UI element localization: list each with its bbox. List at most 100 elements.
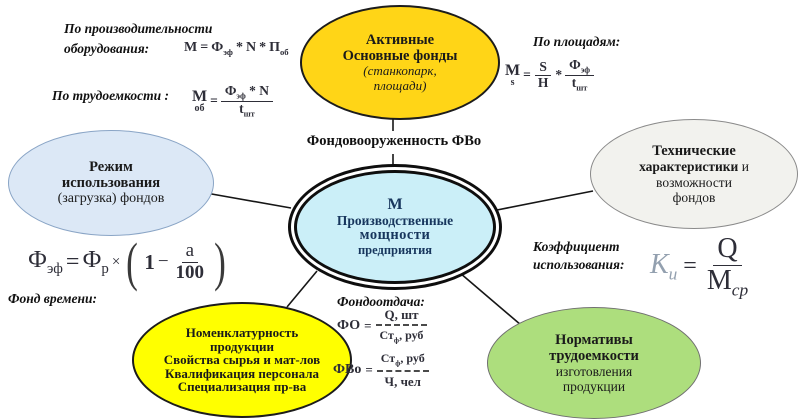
sym-st-sub: ф: [395, 358, 401, 368]
fraction-denominator: Мср: [703, 264, 752, 300]
fraction-bar: [376, 369, 429, 372]
sym-m-base: М: [706, 264, 732, 296]
formula-time-fund: Фэф = Фр × ( 1 − a 100 ): [28, 232, 229, 292]
node-line: возможности: [656, 174, 732, 190]
node-line: Производственные: [336, 212, 454, 228]
node-line-part: и: [738, 159, 749, 175]
sym-eq: =: [523, 67, 531, 83]
node-line: Квалификация персонала: [164, 365, 320, 381]
sym-st-base: Ст: [379, 328, 394, 343]
sym-phi-sub: р: [101, 260, 109, 277]
sym-phi-ef: Фэф: [28, 247, 63, 278]
sym-m-base: М: [505, 62, 521, 80]
sym-phi-base: Ф: [28, 246, 47, 273]
node-line: Специализация пр-ва: [177, 379, 307, 395]
node-line: М: [387, 195, 403, 213]
fraction-numerator: Фэф: [565, 57, 595, 76]
node-nomenclature-factors: Номенклатурность продукции Свойства сырь…: [132, 302, 352, 418]
label-area: По площадям:: [533, 34, 621, 49]
node-line: Активные: [365, 31, 435, 48]
sym-eq: =: [364, 318, 372, 334]
node-line: использования: [61, 175, 161, 192]
sym-phi-sub: эф: [580, 65, 591, 75]
node-line: (станкопарк,: [363, 63, 437, 79]
sym-t-sub: шт: [576, 83, 588, 93]
sym-m-sub: об: [194, 103, 205, 115]
label-time-fund: Фонд времени:: [8, 291, 97, 306]
sym-k-base: К: [650, 248, 669, 280]
sym-pi: Поб: [269, 40, 289, 57]
formula-utilization: Ки = Q Мср: [650, 233, 752, 300]
sym-m-base: М: [192, 88, 208, 106]
node-line: характеристики и: [639, 159, 749, 174]
sym-fo: ФО: [337, 318, 361, 334]
fraction-denominator: Ч, чел: [384, 373, 421, 389]
sym-t-base: t: [571, 74, 577, 90]
fraction-denominator: 100: [175, 261, 205, 283]
fraction-denominator: Стф, руб: [376, 329, 428, 345]
sym-star: *: [249, 83, 256, 98]
fraction-denominator: Н: [537, 74, 549, 90]
node-usage-mode: Режим использования (загрузка) фондов: [8, 130, 214, 236]
sym-t-sub: шт: [243, 109, 255, 119]
sym-eq: =: [683, 253, 697, 280]
fraction-numerator: Фэф * N: [220, 83, 274, 102]
node-active-fixed-assets: Активные Основные фонды (станкопарк, пло…: [300, 5, 500, 120]
sym-paren-close: ): [214, 232, 226, 292]
node-line: мощности: [359, 227, 431, 244]
node-line: Нормативы: [555, 331, 633, 348]
label-laboriousness: По трудоемкости :: [52, 88, 169, 103]
fraction-numerator: a: [181, 240, 198, 263]
sym-phi-sub: эф: [236, 91, 246, 101]
sym-phi-base: Ф: [82, 246, 102, 273]
node-line: продукции: [562, 379, 626, 395]
sym-fvo: ФВо: [333, 362, 362, 378]
sym-st-tail: , руб: [399, 328, 424, 343]
node-line: (загрузка) фондов: [57, 191, 165, 207]
sym-star: *: [259, 40, 267, 56]
node-production-capacity: М Производственные мощности предприятия: [294, 170, 496, 284]
node-line: Свойства сырья и мат-лов: [163, 352, 321, 368]
fraction: Фэф * N tшт: [220, 83, 274, 119]
sym-m-sub: ср: [731, 280, 749, 300]
label-utilization-1: Коэффициент: [533, 239, 620, 254]
sym-n: N: [245, 40, 257, 56]
label-productivity-1: По производительности: [64, 21, 213, 36]
sym-pi-sub: об: [279, 46, 289, 57]
label-productivity-2: оборудования:: [64, 41, 150, 56]
fraction-numerator: S: [535, 59, 551, 76]
sym-phi: Фэф: [211, 40, 233, 57]
connector-right: [496, 190, 594, 211]
formula-fo: ФО = Q, шт Стф, руб: [337, 307, 428, 345]
node-line: изготовления: [555, 364, 633, 380]
connector-bottom-left: [286, 270, 318, 308]
sym-minus: −: [157, 251, 169, 273]
sym-one: 1: [144, 249, 155, 274]
sym-phi-base: Ф: [211, 40, 224, 55]
fraction-numerator: Q, шт: [384, 307, 419, 322]
label-fondootdacha: Фондоотдача:: [337, 294, 425, 309]
fraction-denominator: tшт: [568, 74, 592, 93]
fraction-numerator: Стф, руб: [377, 351, 429, 368]
sym-eq: =: [65, 248, 80, 275]
formula-fvo: ФВо = Стф, руб Ч, чел: [333, 351, 429, 389]
node-labor-standards: Нормативы трудоемкости изготовления прод…: [487, 307, 701, 419]
label-utilization-2: использования:: [533, 257, 625, 272]
node-line: трудоемкости: [549, 347, 639, 364]
fraction: Стф, руб Ч, чел: [376, 351, 429, 389]
node-production-capacity-outer: М Производственные мощности предприятия: [288, 164, 502, 290]
sym-k-sub: и: [668, 264, 678, 284]
sym-n: N: [259, 83, 270, 98]
sym-st-sub: ф: [393, 335, 400, 345]
sym-pi-base: П: [269, 40, 280, 55]
fraction: S Н: [534, 59, 553, 91]
node-tech-characteristics: Технические характеристики и возможности…: [590, 119, 798, 229]
fraction-bar: [375, 324, 428, 327]
sym-phi-base: Ф: [569, 57, 581, 72]
formula-area: М s = S Н * Фэф tшт: [505, 57, 595, 93]
sym-paren-open: (: [126, 232, 139, 292]
sym-st-base: Ст: [380, 351, 396, 365]
node-line: предприятия: [357, 243, 433, 258]
sym-times: ×: [111, 253, 121, 270]
sym-eq: =: [200, 40, 209, 56]
